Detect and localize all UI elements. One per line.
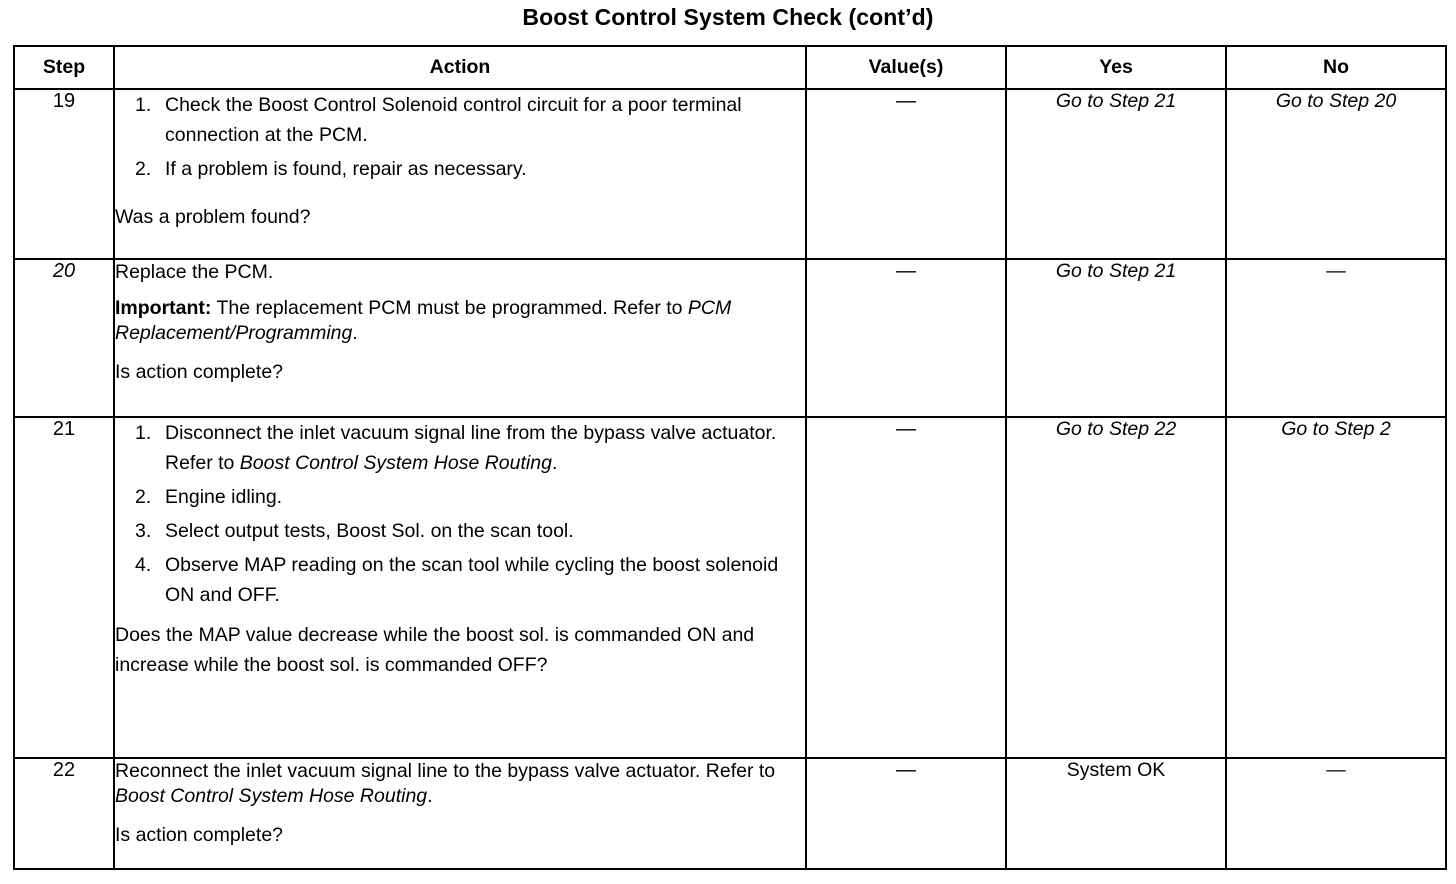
no-cell: — (1225, 757, 1447, 870)
action-question: Is action complete? (115, 824, 284, 846)
action-lead-text: Reconnect the inlet vacuum signal line t… (115, 759, 805, 809)
action-question: Is action complete? (115, 361, 284, 383)
yes-cell: System OK (1005, 757, 1227, 870)
yes-cell: Go to Step 21 (1005, 258, 1227, 418)
list-item-number: 4. (135, 554, 152, 576)
list-item: 2. Engine idling. (115, 482, 805, 512)
list-item-text: Select output tests, Boost Sol. on the s… (165, 520, 574, 542)
action-cell: 1. Check the Boost Control Solenoid cont… (113, 88, 807, 260)
no-cell: Go to Step 20 (1225, 88, 1447, 260)
no-cell: Go to Step 2 (1225, 416, 1447, 759)
value-cell: — (805, 757, 1007, 870)
step-number-cell: 20 (13, 258, 115, 418)
action-lead-after: . (427, 785, 433, 807)
list-item-number: 1. (135, 94, 152, 116)
step-number-cell: 22 (13, 757, 115, 870)
table-body: 19 1. Check the Boost Control Solenoid c… (13, 88, 1447, 870)
action-lead-text: Replace the PCM. (115, 261, 274, 283)
action-question: Was a problem found? (115, 206, 311, 228)
value-cell: — (805, 88, 1007, 260)
yes-text: Go to Step 22 (1055, 418, 1177, 440)
table-row: 19 1. Check the Boost Control Solenoid c… (13, 88, 1447, 260)
no-text: — (1326, 260, 1346, 282)
list-item-text: Disconnect the inlet vacuum signal line … (165, 418, 805, 478)
step-number: 20 (52, 260, 76, 282)
diagnostic-table-wrapper: Step Action Value(s) Yes No 19 (13, 45, 1447, 878)
value-text: — (896, 759, 916, 781)
table-row: 21 1. Disconnect the inlet vacuum signal… (13, 416, 1447, 759)
spacer (115, 184, 805, 202)
column-header-value: Value(s) (805, 45, 1007, 90)
list-item-text: Observe MAP reading on the scan tool whi… (165, 554, 779, 606)
step-number: 21 (52, 418, 76, 440)
list-item-text: If a problem is found, repair as necessa… (165, 158, 527, 180)
action-step-list: 1. Disconnect the inlet vacuum signal li… (115, 418, 805, 610)
step-number-cell: 19 (13, 88, 115, 260)
list-item: 1. Check the Boost Control Solenoid cont… (115, 90, 805, 150)
yes-text: Go to Step 21 (1055, 90, 1177, 112)
important-text: The replacement PCM must be programmed. … (211, 297, 688, 319)
action-cell: Replace the PCM. Important: The replacem… (113, 258, 807, 418)
page-title: Boost Control System Check (cont’d) (522, 4, 934, 30)
action-lead-before: Reconnect the inlet vacuum signal line t… (115, 760, 776, 782)
column-header-step: Step (13, 45, 115, 90)
yes-text: System OK (1066, 759, 1166, 781)
list-item-number: 2. (135, 486, 152, 508)
list-item-text-before: Disconnect the inlet vacuum signal line … (165, 422, 777, 474)
no-cell: — (1225, 258, 1447, 418)
action-cell: 1. Disconnect the inlet vacuum signal li… (113, 416, 807, 759)
list-item-number: 1. (135, 422, 152, 444)
important-tail: . (352, 322, 358, 344)
list-item: 3. Select output tests, Boost Sol. on th… (115, 516, 805, 546)
table-header-row: Step Action Value(s) Yes No (13, 45, 1447, 90)
value-cell: — (805, 416, 1007, 759)
value-text: — (896, 418, 916, 440)
diagnostic-steps-table: Step Action Value(s) Yes No 19 (13, 45, 1447, 870)
value-cell: — (805, 258, 1007, 418)
table-header: Step Action Value(s) Yes No (13, 45, 1447, 90)
list-item: 2. If a problem is found, repair as nece… (115, 154, 805, 184)
no-text: Go to Step 2 (1281, 418, 1391, 440)
yes-cell: Go to Step 22 (1005, 416, 1227, 759)
list-item-number: 2. (135, 158, 152, 180)
value-text: — (896, 260, 916, 282)
step-number: 19 (52, 90, 76, 112)
step-number: 22 (52, 759, 76, 781)
value-text: — (896, 90, 916, 112)
reference-link: Boost Control System Hose Routing (115, 785, 428, 807)
list-item-text-after: . (551, 452, 558, 474)
action-cell: Reconnect the inlet vacuum signal line t… (113, 757, 807, 870)
reference-link: PCM Replacement/Programming (115, 297, 732, 344)
action-question: Does the MAP value decrease while the bo… (115, 624, 755, 676)
list-item: 1. Disconnect the inlet vacuum signal li… (115, 418, 805, 478)
no-text: — (1326, 759, 1346, 781)
reference-link: Boost Control System Hose Routing (239, 452, 552, 474)
action-important-note: Important: The replacement PCM must be p… (115, 296, 805, 346)
action-step-list: 1. Check the Boost Control Solenoid cont… (115, 90, 805, 184)
important-label: Important: (115, 297, 212, 319)
no-text: Go to Step 20 (1275, 90, 1397, 112)
list-item-number: 3. (135, 520, 152, 542)
list-item: 4. Observe MAP reading on the scan tool … (115, 550, 805, 610)
yes-cell: Go to Step 21 (1005, 88, 1227, 260)
column-header-action: Action (113, 45, 807, 90)
table-row: 20 Replace the PCM. Important: The repla… (13, 258, 1447, 418)
list-item-text: Check the Boost Control Solenoid control… (165, 94, 742, 146)
step-number-cell: 21 (13, 416, 115, 759)
column-header-yes: Yes (1005, 45, 1227, 90)
spacer (115, 610, 805, 620)
yes-text: Go to Step 21 (1055, 260, 1177, 282)
list-item-text: Engine idling. (165, 486, 283, 508)
table-row: 22 Reconnect the inlet vacuum signal lin… (13, 757, 1447, 870)
column-header-no: No (1225, 45, 1447, 90)
